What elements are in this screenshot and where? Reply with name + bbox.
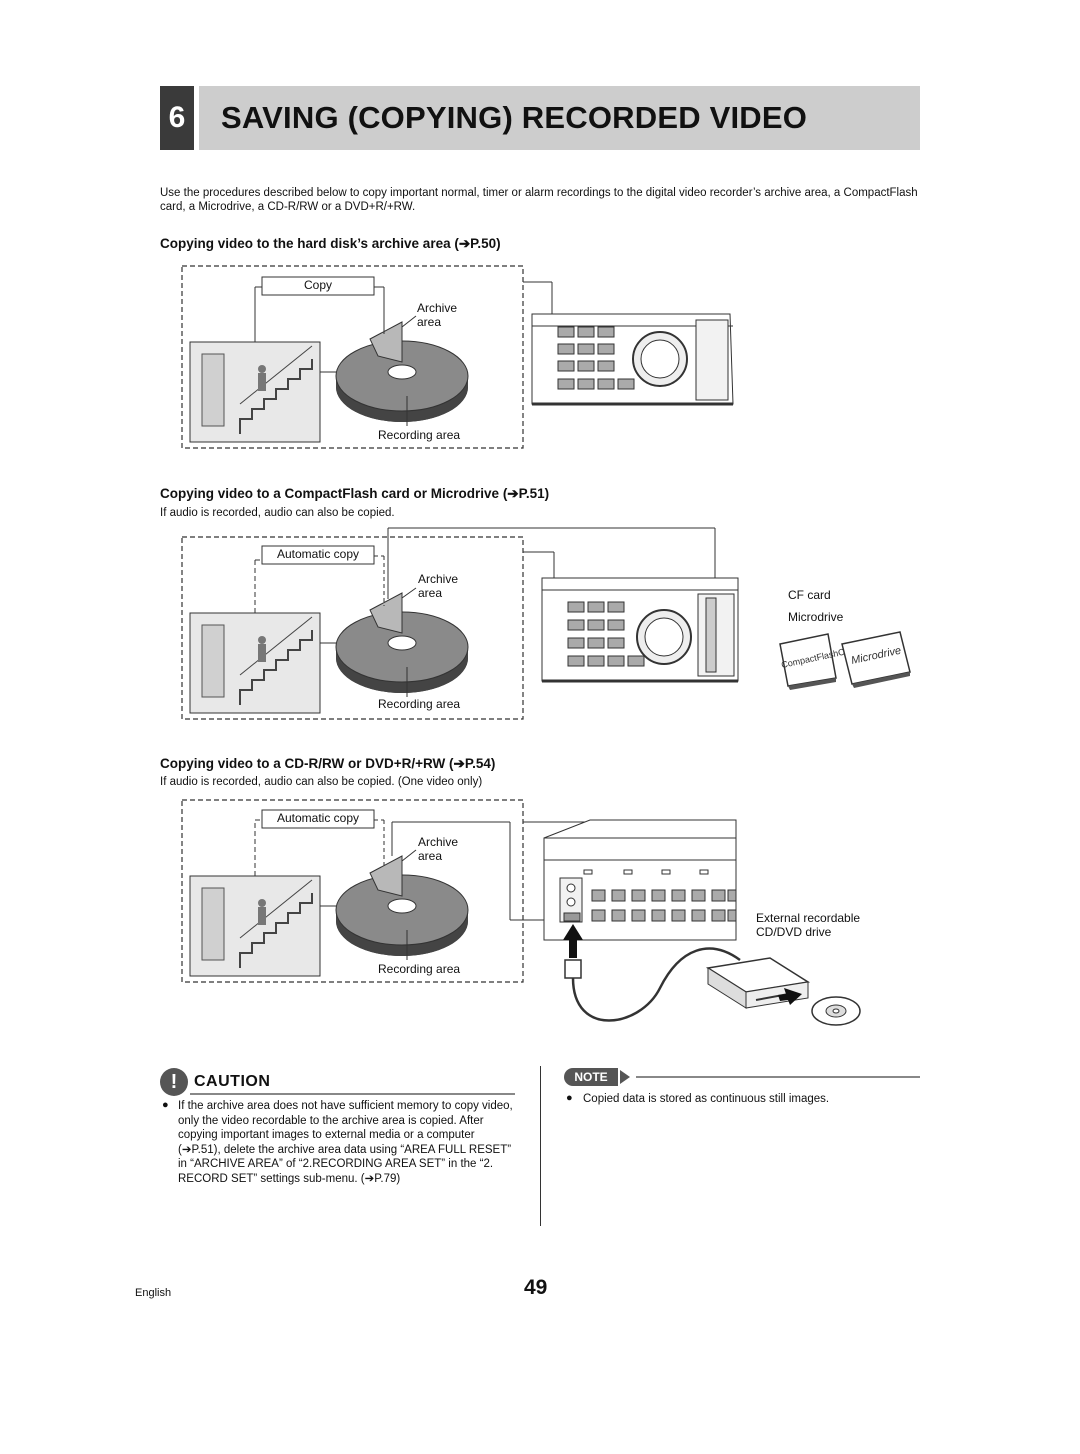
recording-area-label: Recording area (378, 697, 461, 711)
note-bullet-text: Copied data is stored as continuous stil… (583, 1093, 830, 1105)
section-1-heading: Copying video to the hard disk’s archive… (160, 236, 501, 251)
section-3-subtext: If audio is recorded, audio can also be … (160, 776, 483, 788)
diagram-cf-copy: CompactFlashCard Microdrive Automatic co… (180, 526, 920, 726)
chapter-title-bar: SAVING (COPYING) RECORDED VIDEO (199, 86, 920, 150)
column-divider (540, 1066, 541, 1226)
caution-title: CAUTION (194, 1073, 271, 1090)
recording-area-label: Recording area (378, 428, 461, 442)
footer-language: English (135, 1287, 172, 1299)
copy-label: Copy (303, 278, 332, 292)
intro-paragraph: Use the procedures described below to co… (160, 187, 918, 213)
diagram-cd-dvd-copy: Automatic copy Archive area Recording ar… (180, 798, 880, 1038)
archive-label-line1: Archive (418, 835, 459, 849)
section-2-heading: Copying video to a CompactFlash card or … (160, 486, 550, 501)
section-2-subtext: If audio is recorded, audio can also be … (160, 507, 395, 519)
note-arrow-icon (620, 1070, 630, 1084)
caution-bullet-text: If the archive area does not have suffic… (178, 1100, 513, 1185)
archive-label-line1: Archive (417, 301, 458, 315)
recording-area-label: Recording area (378, 962, 461, 976)
cf-card-label: CF card (788, 588, 831, 602)
diagram-archive-copy: Copy Archive area Recording area (180, 264, 740, 454)
archive-label-line2: area (418, 849, 443, 863)
archive-label-line2: area (417, 315, 442, 329)
section-3-heading: Copying video to a CD-R/RW or DVD+R/+RW … (160, 756, 496, 771)
bullet-icon: ● (162, 1099, 169, 1111)
archive-label-line1: Archive (418, 572, 459, 586)
exclamation-icon: ! (160, 1068, 188, 1096)
automatic-copy-label: Automatic copy (276, 811, 360, 825)
caution-header: ! CAUTION (160, 1068, 515, 1098)
page-number: 49 (524, 1276, 548, 1299)
drive-label-line2: CD/DVD drive (756, 925, 832, 939)
chapter-title: SAVING (COPYING) RECORDED VIDEO (221, 100, 808, 135)
bullet-icon: ● (566, 1092, 573, 1104)
chapter-number: 6 (160, 86, 194, 150)
note-header: NOTE (564, 1068, 920, 1088)
archive-label-line2: area (418, 586, 443, 600)
automatic-copy-label: Automatic copy (276, 547, 360, 561)
drive-label-line1: External recordable (756, 911, 861, 925)
note-title: NOTE (564, 1068, 618, 1086)
microdrive-label: Microdrive (788, 610, 844, 624)
